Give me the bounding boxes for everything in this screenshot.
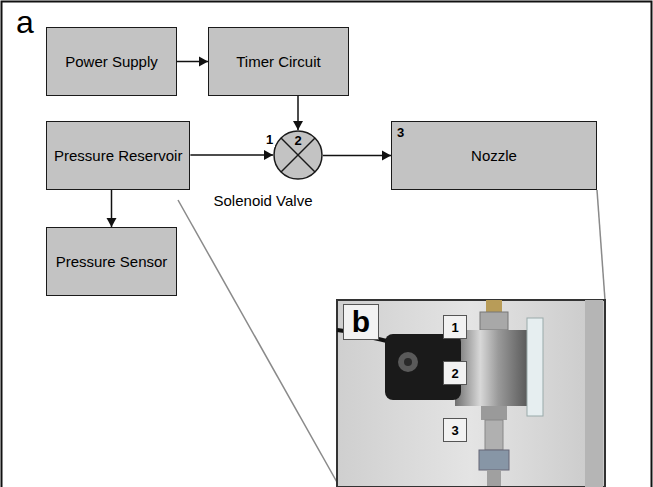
flow-arrow (190, 150, 273, 160)
connector-line (323, 155, 391, 157)
callout-number: 2 (294, 133, 301, 149)
flow-arrow (293, 96, 303, 130)
process-box: Timer Circuit (208, 27, 349, 96)
flow-arrow (107, 190, 117, 227)
flow-arrow (177, 57, 208, 67)
arrowhead (107, 218, 117, 227)
arrowhead (293, 121, 303, 130)
callout-number: 1 (264, 132, 275, 147)
callout-number: 3 (397, 125, 404, 141)
box-label: Pressure Sensor (56, 253, 168, 271)
connector-line (190, 154, 273, 156)
arrowhead (199, 57, 208, 67)
box-label: Nozzle (471, 147, 517, 165)
callout-number: 2 (443, 361, 467, 385)
valve-circle (274, 131, 322, 179)
panel-letter: a (16, 4, 34, 41)
process-box: 3Nozzle (391, 121, 597, 190)
component-label: Solenoid Valve (214, 192, 313, 210)
arrowhead (382, 151, 391, 161)
callout-number: 3 (443, 418, 467, 442)
zoom-line (597, 190, 605, 300)
zoom-line (178, 200, 338, 484)
box-label: Power Supply (65, 53, 158, 71)
arrowhead (264, 150, 273, 160)
box-label: Timer Circuit (236, 53, 320, 71)
valve-photo (337, 300, 605, 487)
process-box: Power Supply (46, 27, 177, 96)
flow-arrow (323, 151, 391, 161)
valve-symbol: 2Solenoid Valve (273, 130, 323, 180)
callout-number: 1 (443, 315, 467, 339)
panel-letter: b (343, 304, 379, 340)
process-box: Pressure Sensor (46, 227, 177, 296)
process-box: Pressure Reservoir (46, 121, 190, 190)
box-label: Pressure Reservoir (54, 147, 182, 165)
